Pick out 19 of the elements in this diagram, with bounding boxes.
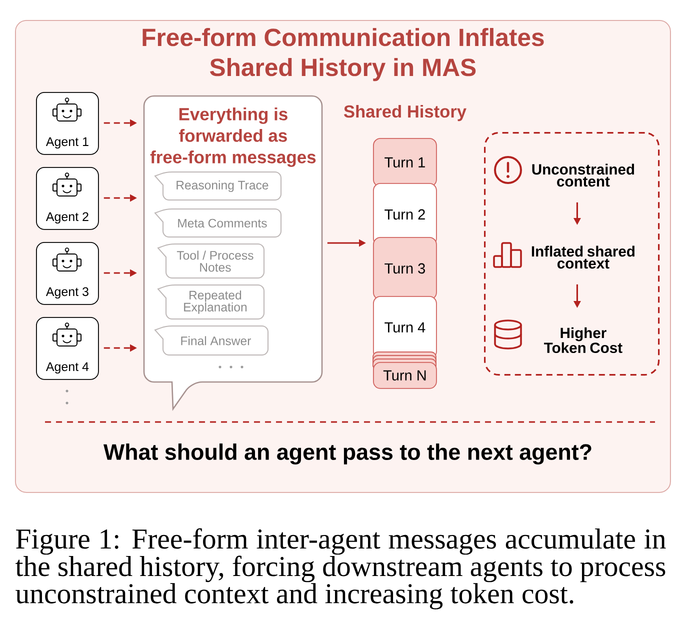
question-text: What should an agent pass to the next agent? [103, 444, 592, 464]
step-label: Unconstrained content [532, 164, 634, 187]
step-label: Higher Token Cost [544, 327, 622, 354]
caption: Figure 1: Free-form inter-agent messages accumulate in the shared history, forcing downstream agents to process unconstrained context and increasing token cost. [16, 528, 666, 610]
agent-box: Agent 1 [36, 92, 99, 155]
section-heading: Shared History [344, 104, 466, 122]
turn-box: Turn 1 [373, 138, 437, 187]
message-bubble: Tool / Process Notes [158, 244, 264, 278]
message-bubble: Final Answer [154, 326, 268, 356]
agent-box: Agent 2 [36, 167, 99, 230]
turn-box: Turn 3 [373, 237, 437, 300]
message-bubble: Repeated Explanation [158, 284, 264, 320]
turn-box: Turn 4 [373, 296, 437, 359]
dashed-box [484, 132, 660, 376]
step-label: Inflated shared context [532, 246, 634, 269]
message-bubble: Reasoning Trace [154, 172, 282, 200]
agent-box: Agent 3 [36, 242, 99, 305]
message-bubble: Meta Comments [154, 208, 282, 238]
agent-box: Agent 4 [36, 317, 99, 380]
